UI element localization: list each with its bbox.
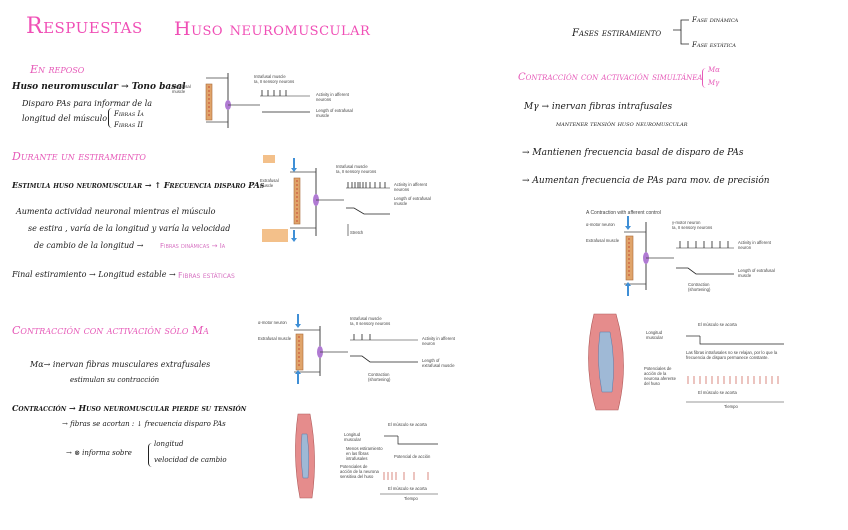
fig2-length: Length of extrafusal muscle: [394, 196, 431, 206]
fig6-length: Longitud muscular: [646, 330, 663, 340]
section-heading-estiramiento: Durante un estiramiento: [12, 150, 146, 163]
page-title: Respuestas: [26, 14, 143, 39]
fig2-activity: Activity in afferent neurons: [394, 182, 427, 192]
contraccion-line-4: → fibras se acortan : ↓ frecuencia dispa…: [62, 420, 226, 428]
figure-alpha-contraction: α-motor neuron Extrafusal muscle Intrafu…: [258, 314, 455, 386]
reposo-line-2: Disparo PAs para informar de la: [22, 99, 153, 108]
fig3-sensory: Ia, II sensory neurons: [350, 321, 391, 326]
fig6-note: Las fibras intrafusales no se relajan, p…: [686, 350, 778, 360]
fases-label: Fases estiramiento: [572, 28, 662, 39]
fig1-length: Length of extrafusal muscle: [316, 108, 353, 118]
estiramiento-bullet-1a: Aumenta actividad neuronal mientras el m…: [16, 207, 216, 216]
contraccion-line-2: estimulan su contracción: [70, 376, 160, 384]
coactivacion-line-1: Mγ → inervan fibras intrafusales: [524, 102, 673, 112]
fig6-neuron: Potenciales de acción de la neurona afer…: [644, 366, 676, 386]
coactivacion-brace: [702, 68, 707, 88]
fig5-extrafusal: Extrafusal muscle: [586, 238, 620, 243]
stretch-diagram: [290, 158, 390, 242]
fig2-sensory: Ia, II sensory neurons: [336, 169, 377, 174]
fig4-short2: El músculo se acorta: [388, 486, 427, 491]
fig1-activity: Activity in afferent neurons: [316, 92, 349, 102]
figure-spindle-response-es: Longitud muscular El músculo se acorta M…: [288, 410, 448, 502]
fig4-short: El músculo se acorta: [388, 422, 427, 427]
figure-coactivation: A Contraction with afferent control α-mo…: [584, 210, 784, 300]
contraccion-line-3: Contracción → Huso neuromuscular pierde …: [12, 403, 247, 413]
fibras-dinamicas: Fibras dinámicas → Ia: [160, 242, 226, 250]
fig3-activity: Activity in afferent neuron: [422, 336, 455, 346]
fig2-stretch: Stretch: [350, 230, 364, 235]
figure-coactivation-response-es: Longitud muscular El músculo se acorta L…: [574, 310, 804, 414]
section-heading-reposo: En reposo: [30, 63, 85, 76]
muscle-spindle-illustration: [295, 413, 438, 499]
fases-branch-arrows: [673, 19, 689, 45]
coactivation-spindle-illustration: [588, 313, 784, 411]
fig4-note: Menos estiramiento en las fibras intrafu…: [346, 446, 383, 461]
fiber-ia: Fibras Ia: [114, 110, 144, 118]
fig5-contraction: Contraction (shortening): [688, 282, 711, 292]
fig4-neuron: Potenciales de acción de la neurona sens…: [340, 464, 379, 479]
estiramiento-bullet-2a: Final estiramiento → Longitud estable →: [12, 270, 176, 279]
fiber-ii: Fibras II: [114, 121, 144, 129]
fig3-motor: α-motor neuron: [258, 320, 287, 325]
fig5-activity: Activity in afferent neuron: [738, 240, 771, 250]
fig5-alpha: α-motor neuron: [586, 222, 615, 227]
section-heading-contraccion: Contracción con activación sólo Mα: [12, 324, 209, 337]
coactivation-diagram: [624, 216, 734, 296]
fig5-length: Length of extrafusal muscle: [738, 268, 775, 278]
fig5-sensory: Ia, II sensory neurons: [672, 225, 713, 230]
estiramiento-bullet-1b: se estira , varía de la longitud y varía…: [28, 224, 231, 233]
fiber-brace: [108, 108, 113, 128]
fig3-intrafusal: Intrafusal muscle: [350, 316, 382, 321]
brace-longitud: longitud: [154, 440, 184, 448]
fig4-time: Tiempo: [404, 496, 418, 501]
brace-mgamma: Mγ: [708, 79, 720, 87]
fig3-contraction: Contraction (shortening): [368, 372, 391, 382]
figure-resting-spindle: Extrafusal muscle Intrafusal muscle Ia, …: [170, 70, 353, 130]
fig1-intrafusal: Intrafusal muscle: [254, 74, 286, 79]
brace-malpha: Mα: [708, 66, 720, 74]
fase-estatica: Fase estática: [692, 41, 736, 49]
estiramiento-bullet-1c: de cambio de la longitud →: [34, 241, 144, 250]
fig1-sensory: Ia, II sensory neurons: [254, 79, 295, 84]
fig2-extrafusal: Extrafusal muscle: [260, 178, 279, 188]
spindle-diagram: [205, 73, 310, 128]
fase-dinamica: Fase dinámica: [692, 16, 739, 24]
page-title-topic: Huso neuromuscular: [174, 18, 371, 40]
section-heading-coactivacion: Contracción con activación simultánea: [518, 72, 703, 83]
figure-stretch-spindle: Extrafusal muscle Intrafusal muscle Ia, …: [260, 158, 440, 243]
contraccion-brace: [148, 443, 153, 467]
coactivacion-bullet-2: → Aumentan frecuencia de PAs para mov. d…: [522, 176, 770, 186]
fig6-time: Tiempo: [724, 404, 738, 409]
fig3-length: Length of extrafusal muscle: [422, 358, 455, 368]
reposo-line-3: longitud del músculo: [22, 114, 108, 123]
alpha-diagram: [294, 314, 418, 384]
fig6-short: El músculo se acorta: [698, 322, 737, 327]
coactivacion-bullet-1: → Mantienen frecuencia basal de disparo …: [522, 148, 744, 158]
fig5-gamma: γ-motor neuron: [672, 220, 701, 225]
fig3-extrafusal: Extrafusal muscle: [258, 336, 292, 341]
fig6-short2: El músculo se acorta: [698, 390, 737, 395]
fig4-length: Longitud muscular: [344, 432, 361, 442]
contraccion-line-1: Mα→ inervan fibras musculares extrafusal…: [30, 360, 211, 369]
highlight-box-bottom: [262, 229, 288, 242]
coactivacion-line-2: mantener tensión huso neuromuscular: [556, 120, 688, 128]
fibras-estaticas: Fibras estáticas: [178, 271, 235, 280]
brace-velocidad: velocidad de cambio: [154, 456, 227, 464]
fig4-potential: Potencial de acción: [394, 454, 431, 459]
fig2-intrafusal: Intrafusal muscle: [336, 164, 368, 169]
contraccion-line-5: → ⊗ informa sobre: [66, 449, 132, 457]
highlight-box-top: [263, 155, 275, 163]
fig5-caption: A Contraction with afferent control: [586, 210, 661, 216]
fig1-extrafusal: Extrafusal muscle: [172, 84, 191, 94]
reposo-line-1: Huso neuromuscular → Tono basal: [12, 82, 186, 92]
estiramiento-line-1: Estimula huso neuromuscular → ↑ Frecuenc…: [12, 180, 265, 190]
